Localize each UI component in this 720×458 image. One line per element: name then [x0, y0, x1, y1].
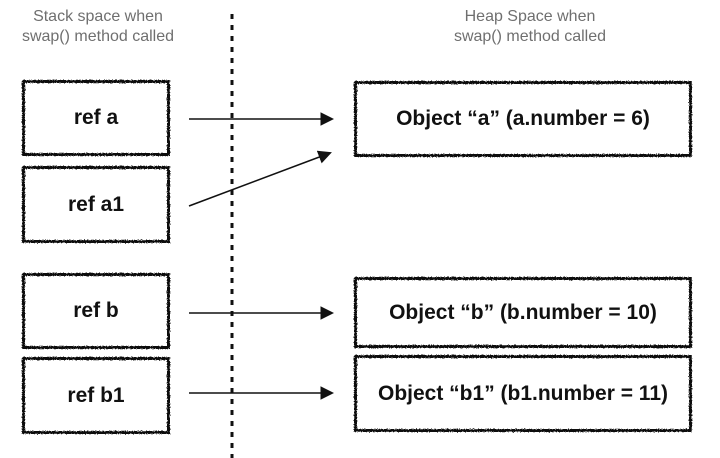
- stack-box-ref-b1: ref b1: [22, 357, 170, 434]
- stack-box-label: ref a: [73, 106, 119, 129]
- heap-box-label: Object “b1” (b1.number = 11): [378, 381, 668, 405]
- heap-box-object-b: Object “b” (b.number = 10): [354, 277, 692, 348]
- stack-column-header: Stack space when swap() method called: [21, 8, 175, 45]
- stack-box-ref-a: ref a: [22, 80, 170, 156]
- heap-column-header: Heap Space when swap() method called: [453, 8, 607, 45]
- heap-box-label: Object “a” (a.number = 6): [396, 107, 650, 130]
- stack-box-label: ref b: [73, 299, 119, 322]
- stack-box-ref-b: ref b: [22, 273, 170, 349]
- heap-box-object-b1: Object “b1” (b1.number = 11): [354, 355, 692, 432]
- stack-box-label: ref a1: [67, 192, 125, 216]
- stack-box-label: ref b1: [67, 383, 125, 407]
- heap-box-label: Object “b” (b.number = 10): [389, 300, 657, 324]
- heap-box-object-a: Object “a” (a.number = 6): [354, 81, 692, 157]
- arrow-ref-a1-to-object-a: [188, 150, 332, 207]
- stack-box-ref-a1: ref a1: [22, 166, 170, 243]
